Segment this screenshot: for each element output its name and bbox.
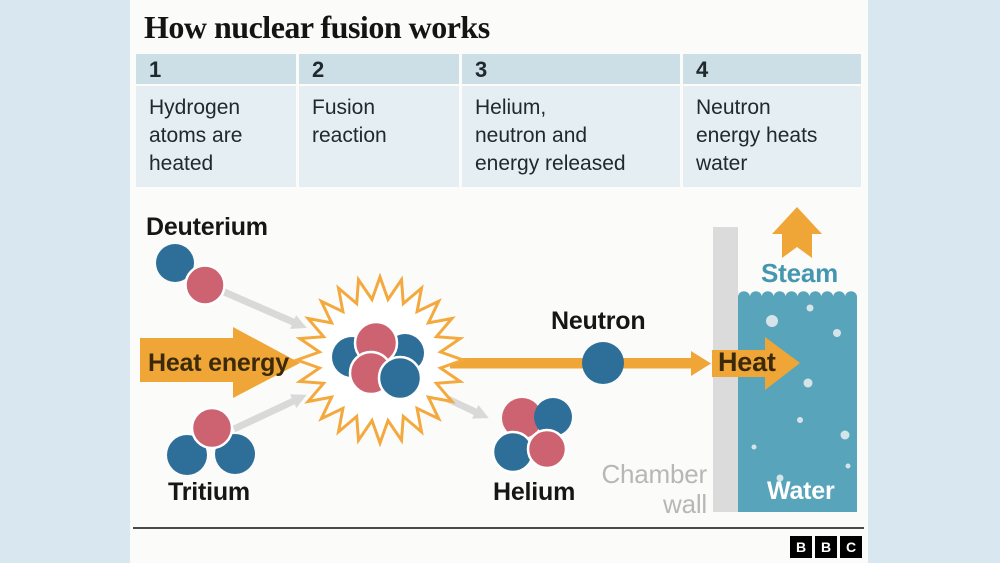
step-3-number: 3 (462, 54, 680, 84)
heat-energy-arrow (140, 327, 300, 398)
chamber-wall-label: Chamber wall (601, 459, 707, 519)
tritium-label: Tritium (168, 478, 250, 506)
deuterium-to-fusion-arrow (220, 287, 307, 329)
water-bubbles (751, 304, 851, 482)
helium-atom (491, 398, 572, 474)
fusion-to-helium-arrow (431, 388, 489, 419)
heat-label: Heat (718, 347, 776, 377)
fusion-proton-particle-2 (348, 350, 394, 396)
step-1-number: 1 (136, 54, 296, 84)
steam-label: Steam (761, 258, 839, 288)
water-tank (738, 291, 858, 512)
bbc-logo-letter-3: C (840, 536, 862, 558)
step-1-description: Hydrogen atoms are heated (136, 86, 296, 187)
tritium-atom (167, 406, 255, 475)
neutron-arrow-head (691, 351, 711, 376)
deuterium-proton-particle (184, 264, 226, 306)
neutron-arrow-shaft (450, 358, 693, 369)
tritium-neutron-particle-1 (167, 435, 207, 475)
fusion-neutron-particle-2 (386, 334, 424, 372)
deuterium-atom (156, 244, 226, 306)
deuterium-label: Deuterium (146, 213, 268, 241)
steam-arrow (772, 207, 822, 258)
fusion-neutron-particle-1 (332, 337, 372, 377)
reaction-arrows (220, 287, 489, 433)
bbc-logo-letter-1: B (790, 536, 812, 558)
tritium-proton-particle (190, 406, 234, 450)
bbc-logo: B B C (790, 536, 862, 558)
helium-neutron-particle-1 (534, 398, 572, 436)
chamber-wall (713, 227, 738, 512)
step-4-number: 4 (683, 54, 861, 84)
fusion-proton-particle-1 (353, 320, 399, 366)
starburst (292, 272, 468, 448)
fusion-neutron-particle-3 (377, 355, 423, 401)
fusion-cluster (332, 320, 424, 401)
infographic-card: How nuclear fusion works 1 2 3 4 Hydroge… (130, 0, 868, 563)
tritium-neutron-particle-2 (215, 434, 255, 474)
footer-separator-line (133, 527, 864, 529)
page-title: How nuclear fusion works (144, 9, 490, 45)
deuterium-neutron-particle (156, 244, 194, 282)
helium-label: Helium (493, 478, 576, 506)
steps-table: 1 2 3 4 Hydrogen atoms are heated Fusion… (136, 54, 861, 187)
step-3-description: Helium, neutron and energy released (462, 86, 680, 187)
step-4-description: Neutron energy heats water (683, 86, 861, 187)
heat-arrow (712, 337, 800, 390)
neutron-particle (582, 342, 624, 384)
step-2-description: Fusion reaction (299, 86, 459, 187)
neutron-label: Neutron (551, 307, 646, 335)
water-label: Water (767, 477, 835, 505)
helium-proton-particle-1 (502, 398, 542, 438)
bbc-logo-letter-2: B (815, 536, 837, 558)
heat-energy-label: Heat energy (148, 349, 289, 377)
step-2-number: 2 (299, 54, 459, 84)
tritium-to-fusion-arrow (232, 394, 307, 433)
helium-neutron-particle-2 (491, 430, 535, 474)
helium-proton-particle-2 (526, 428, 568, 470)
